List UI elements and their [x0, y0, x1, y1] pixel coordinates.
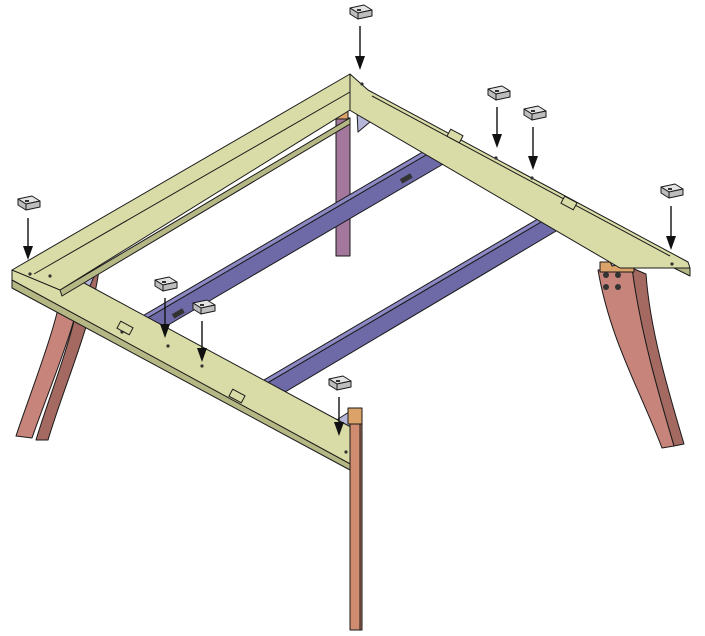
fastener-block [660, 183, 684, 199]
down-arrow [197, 321, 207, 362]
rail-end-plate [228, 388, 246, 404]
down-arrow [355, 26, 365, 70]
down-arrow [528, 127, 538, 170]
down-arrow [334, 397, 344, 436]
rail-end-plate [116, 320, 134, 336]
fastener-block [154, 276, 178, 292]
rail-slot [399, 173, 413, 184]
fastener-block [487, 85, 511, 101]
rail-end-plate [560, 195, 578, 211]
down-arrow [492, 107, 502, 148]
down-arrow [160, 298, 170, 338]
rail-slot [171, 308, 185, 319]
top-frame [11, 73, 691, 471]
down-arrow [23, 218, 33, 260]
fastener-block [328, 375, 352, 391]
fastener-block [523, 105, 547, 121]
fastener-block [17, 195, 41, 211]
front-straight-leg [347, 407, 363, 631]
fastener-block [349, 4, 373, 20]
down-arrow [666, 206, 676, 250]
fastener-block [192, 299, 216, 315]
curved-leg-right [597, 261, 685, 449]
rail-end-plate [446, 128, 464, 144]
frame-holes [28, 82, 674, 454]
